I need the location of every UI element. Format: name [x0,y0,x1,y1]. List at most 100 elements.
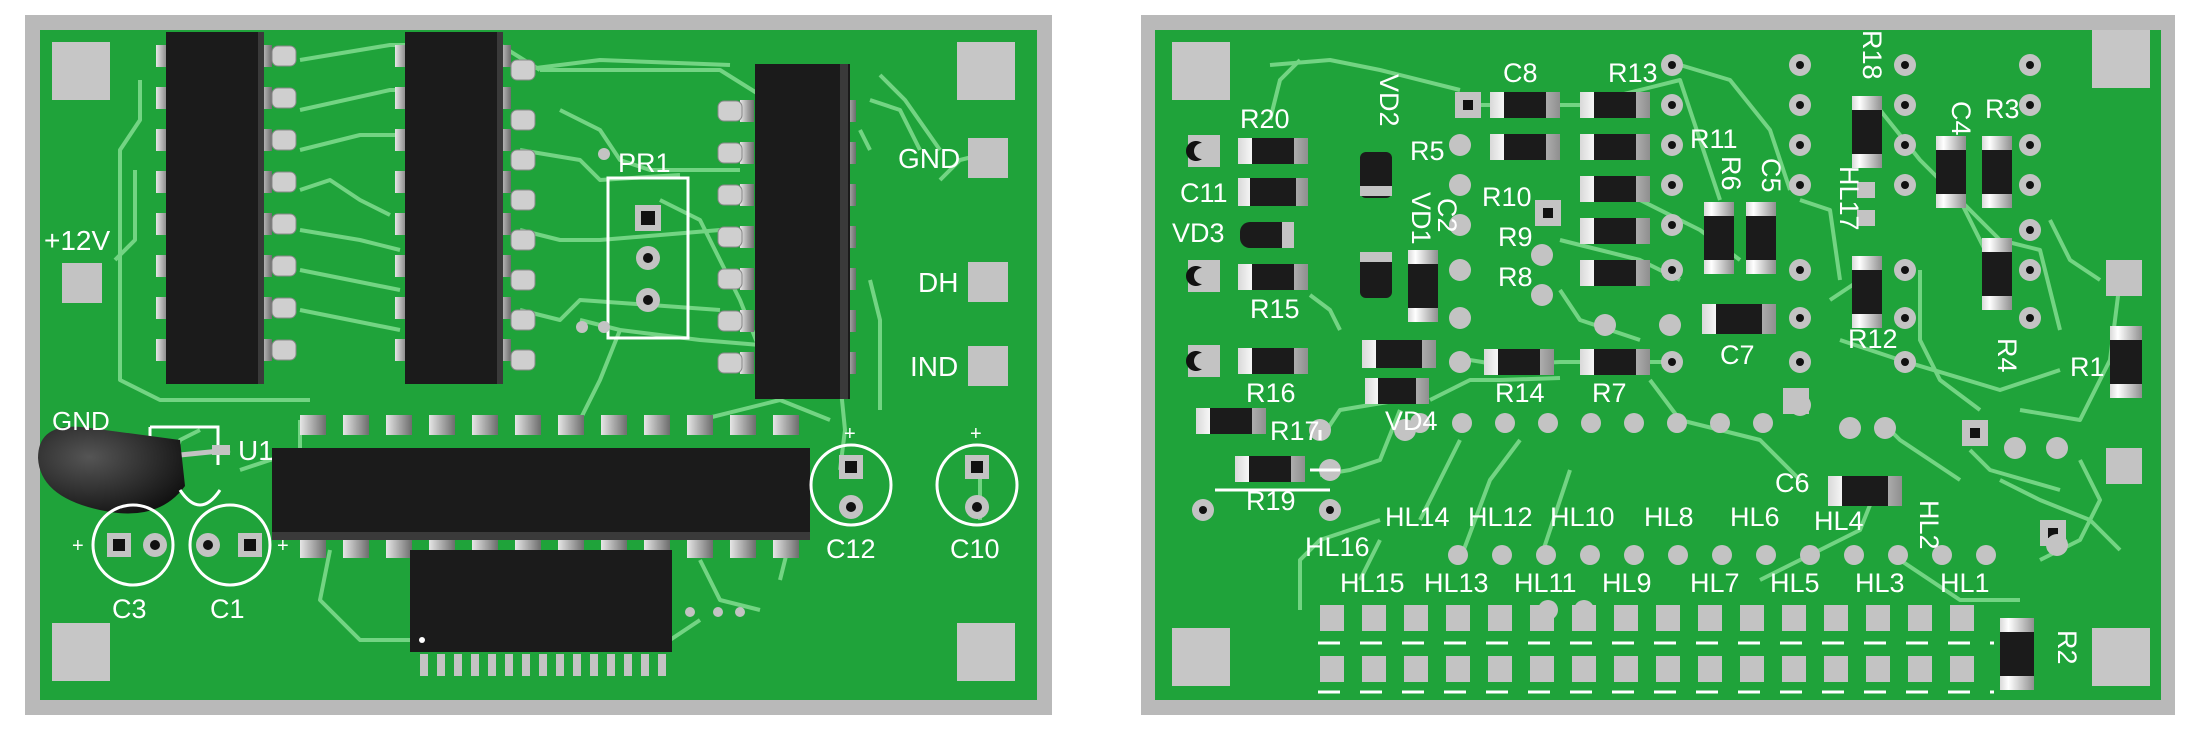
smd-vd4a [1362,340,1436,368]
conn-ind [968,346,1008,386]
right-square-pads [1188,92,2142,546]
label-hl14: HL14 [1385,502,1450,532]
label-vd4: VD4 [1385,406,1438,436]
label-c6: C6 [1775,468,1810,498]
conn-gnd [968,138,1008,178]
smd-r18 [1852,96,1882,168]
cap-c10 [935,443,1019,527]
label-r14: R14 [1495,378,1545,408]
c12-plus: + [844,423,856,445]
c1-plus: + [277,535,289,557]
right-square-pad-holes [1186,100,2132,538]
left-board: PR1 GND DH IND +12V GND U1 [25,15,1052,715]
c1-label: C1 [210,594,245,624]
right-smd-horizontal [1196,92,1902,506]
label-hl5: HL5 [1770,568,1820,598]
label-r3: R3 [1985,94,2020,124]
dip-ic-3 [717,64,856,399]
mount-hole [2092,30,2150,88]
label-hl6: HL6 [1730,502,1780,532]
label-hl13: HL13 [1424,568,1489,598]
u1-label: U1 [238,435,274,466]
label-r19: R19 [1246,486,1296,516]
label-c4: C4 [1946,101,1976,136]
label-hl4: HL4 [1814,506,1864,536]
conn-dh [968,262,1008,302]
label-hl10: HL10 [1550,502,1615,532]
smd-vd3 [1240,222,1294,248]
label-r20: R20 [1240,104,1290,134]
mount-hole [52,623,110,681]
smd-r5 [1490,134,1560,160]
cap-c1 [188,503,272,587]
smd-r16 [1238,348,1308,374]
label-r16: R16 [1246,378,1296,408]
label-r17: R17 [1270,416,1320,446]
smd-r19 [1235,456,1305,482]
label-hl8: HL8 [1644,502,1694,532]
smd-c11 [1238,178,1308,206]
label-r15: R15 [1250,294,1300,324]
label-r11: R11 [1690,124,1738,154]
mount-hole [1172,42,1230,100]
transistor-gnd-label: GND [52,406,110,436]
c10-label: C10 [950,534,1000,564]
header-row-top [1410,413,1773,433]
smd-r17 [1196,408,1266,434]
smd-vd1 [1360,252,1392,298]
smd-r12 [1852,256,1882,328]
smd-r6 [1704,202,1734,274]
smd-c4 [1936,136,1966,208]
smd-r3 [1982,136,2012,208]
label-hl15: HL15 [1340,568,1405,598]
u1-arc [178,489,222,507]
pr1-label: PR1 [618,148,671,178]
led-silk-lines [1318,641,1994,694]
mount-hole [52,42,110,100]
label-r6: R6 [1716,156,1746,191]
header-row-mid [1448,545,1996,565]
c3-plus: + [72,535,84,557]
transistor-to92 [38,425,231,514]
right-labels: C8 R13 R18 C4 R3 R20 VD2 R5 R11 R6 C5 C1… [1172,30,2105,665]
label-hl12: HL12 [1468,502,1533,532]
left-mounting-holes [52,42,1015,681]
label-hl2: HL2 [1914,500,1944,550]
smd-hl17 [1857,182,1875,226]
preset-pr1 [576,148,690,340]
smd-c5 [1746,202,1776,274]
c3-label: C3 [112,594,147,624]
gnd-connector-label: GND [898,143,960,174]
label-hl7: HL7 [1690,568,1740,598]
label-r13: R13 [1608,58,1658,88]
label-vd2: VD2 [1374,74,1404,127]
label-c11: C11 [1180,178,1228,208]
smd-r10 [1580,176,1650,202]
right-mounting-holes [1172,30,2150,686]
label-r7: R7 [1592,378,1627,408]
smd-c7 [1702,304,1776,334]
smd-r4 [1982,238,2012,310]
led-pad-row [1320,605,1974,682]
label-r4: R4 [1992,338,2022,373]
label-hl1: HL1 [1940,568,1990,598]
label-r1: R1 [2070,352,2105,382]
label-vd1: VD1 [1406,192,1436,245]
label-r8: R8 [1498,262,1533,292]
cap-c3 [91,503,175,587]
smd-r9 [1580,218,1650,244]
mount-hole [957,623,1015,681]
smd-ic-u1 [272,415,810,558]
label-c8: C8 [1503,58,1538,88]
smd-r13 [1580,92,1650,118]
conn-12v [62,263,102,303]
dip-ic-1 [156,32,297,384]
smd-r14 [1484,349,1554,375]
mount-hole [957,42,1015,100]
label-r2: R2 [2052,630,2082,665]
smd-r8 [1580,260,1650,286]
power-label: +12V [44,225,110,256]
label-r18: R18 [1857,30,1887,80]
label-r9: R9 [1498,222,1533,252]
